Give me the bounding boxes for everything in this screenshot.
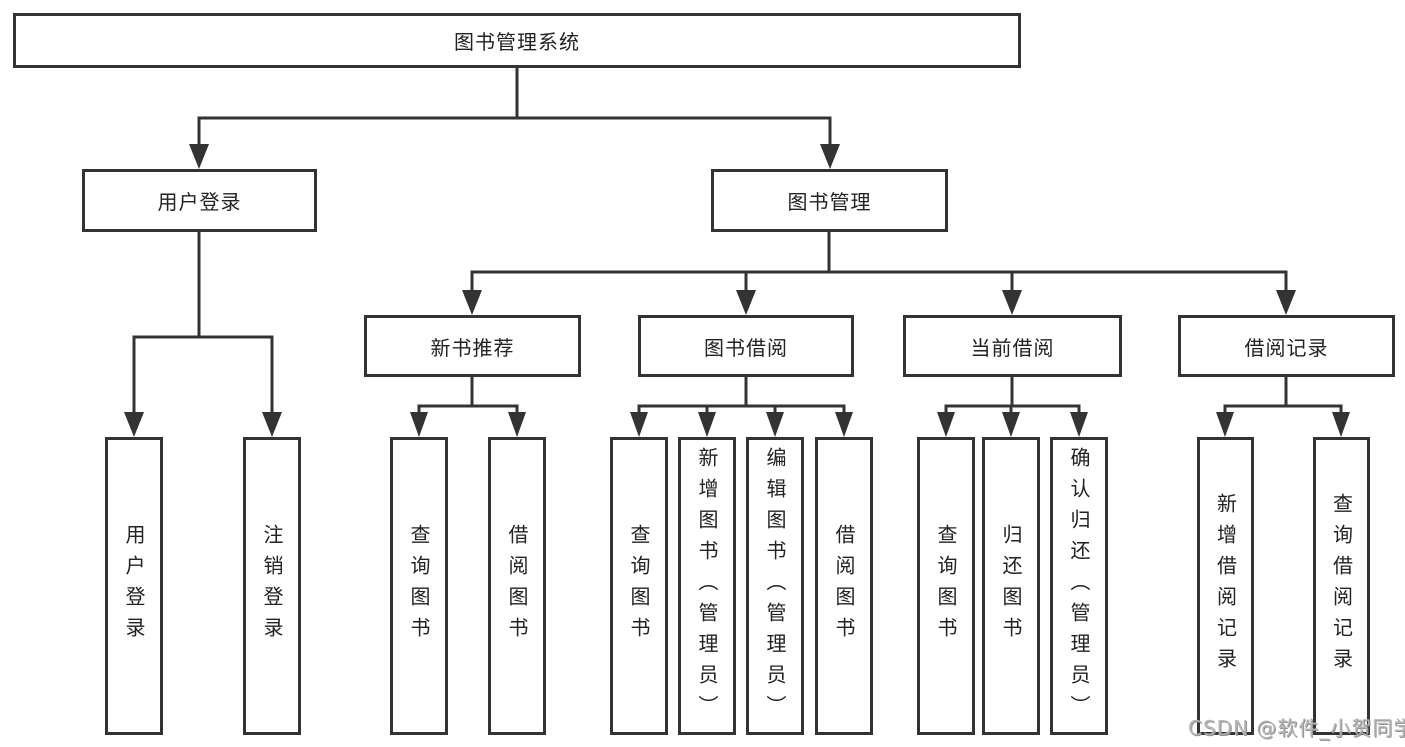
node-leaf-query-books-current: 查询图书 <box>917 437 975 735</box>
node-label: 归还图书 <box>999 524 1023 648</box>
node-label: 借阅记录 <box>1244 335 1329 360</box>
node-leaf-add-book-admin: 新增图书（管理员） <box>678 437 736 735</box>
node-label: 用户登录 <box>157 190 242 214</box>
node-label: 借阅图书 <box>505 524 529 648</box>
node-leaf-borrow-books-recommend: 借阅图书 <box>488 437 546 735</box>
node-label: 新增借阅记录 <box>1213 493 1238 679</box>
node-leaf-query-books-borrowing: 查询图书 <box>610 437 668 735</box>
node-leaf-user-login: 用户登录 <box>105 437 163 735</box>
node-label: 编辑图书（管理员） <box>763 446 787 726</box>
node-label: 查询图书 <box>934 524 958 648</box>
node-label: 图书借阅 <box>704 335 788 360</box>
node-label: 当前借阅 <box>970 335 1055 360</box>
node-leaf-borrow-books-borrowing: 借阅图书 <box>815 437 873 735</box>
node-leaf-confirm-return-admin: 确认归还（管理员） <box>1050 437 1108 735</box>
node-new-book-recommend: 新书推荐 <box>364 315 581 377</box>
node-borrowing-records: 借阅记录 <box>1178 315 1395 377</box>
node-leaf-query-borrow-record: 查询借阅记录 <box>1313 437 1370 735</box>
node-label: 图书管理 <box>787 190 872 214</box>
node-label: 新书推荐 <box>430 335 515 360</box>
node-user-login: 用户登录 <box>82 169 317 232</box>
node-label: 注销登录 <box>260 524 284 648</box>
node-leaf-return-book: 归还图书 <box>982 437 1040 735</box>
node-library-system-root: 图书管理系统 <box>13 13 1021 68</box>
node-label: 查询图书 <box>407 524 431 648</box>
node-leaf-query-books-recommend: 查询图书 <box>390 437 448 735</box>
node-book-management: 图书管理 <box>711 169 948 232</box>
node-label: 查询图书 <box>627 524 651 648</box>
node-leaf-logout: 注销登录 <box>243 437 301 735</box>
node-book-borrowing: 图书借阅 <box>638 315 854 377</box>
node-label: 确认归还（管理员） <box>1067 446 1091 726</box>
node-label: 查询借阅记录 <box>1329 493 1354 679</box>
node-label: 图书管理系统 <box>454 30 580 54</box>
watermark: CSDN @软件_小贺同学 <box>1188 716 1405 740</box>
node-label: 借阅图书 <box>832 524 856 648</box>
node-leaf-edit-book-admin: 编辑图书（管理员） <box>746 437 804 735</box>
node-current-borrowing: 当前借阅 <box>903 315 1122 377</box>
node-label: 新增图书（管理员） <box>695 446 719 726</box>
node-label: 用户登录 <box>122 524 146 648</box>
node-leaf-add-borrow-record: 新增借阅记录 <box>1197 437 1254 735</box>
